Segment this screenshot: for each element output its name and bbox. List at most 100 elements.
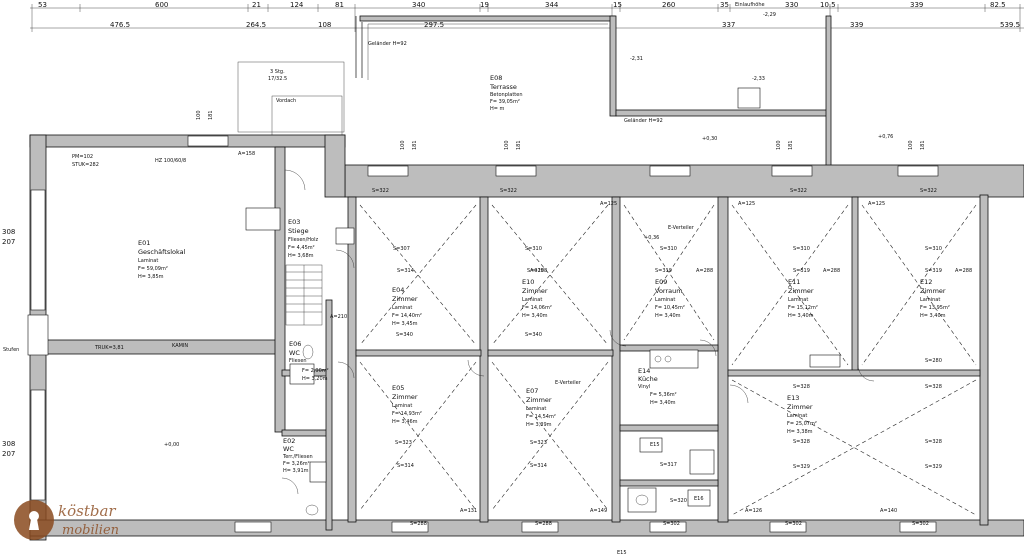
svg-text:H= m: H= m [490,106,505,112]
svg-text:S=323: S=323 [530,440,547,446]
e16-label: E16 [694,496,704,502]
svg-text:Geschäftslokal: Geschäftslokal [138,248,186,256]
svg-text:S=328: S=328 [925,384,942,390]
svg-text:S=323: S=323 [395,440,412,446]
svg-text:Fliesen/Holz: Fliesen/Holz [288,237,318,243]
svg-text:S=280: S=280 [925,358,942,364]
svg-text:H= 3,40m: H= 3,40m [655,313,681,319]
svg-text:Vinyl: Vinyl [638,384,650,390]
svg-text:81: 81 [335,1,344,9]
svg-text:337: 337 [722,21,735,29]
svg-text:S=319: S=319 [793,268,810,274]
svg-text:Stiege: Stiege [288,227,309,235]
svg-text:Laminat: Laminat [522,297,542,303]
room-e03: E03 Stiege Fliesen/Holz F= 4,45m² H= 3,6… [288,218,318,259]
svg-text:100: 100 [400,140,406,150]
svg-text:15: 15 [613,1,622,9]
svg-text:S=288: S=288 [535,521,552,527]
svg-text:Laminat: Laminat [526,406,546,412]
svg-text:F= 14,54m²: F= 14,54m² [526,414,556,420]
svg-text:Zimmer: Zimmer [522,287,548,295]
entrance-canopy [237,61,345,133]
svg-text:Küche: Küche [638,375,658,383]
svg-text:E02: E02 [283,437,295,445]
svg-text:H= 3,46m: H= 3,46m [392,419,418,425]
svg-text:-2,29: -2,29 [763,12,776,18]
svg-text:S=322: S=322 [372,188,389,194]
svg-text:WC: WC [289,349,300,357]
svg-text:A=125: A=125 [738,201,755,207]
terrace-wall-east [825,15,832,167]
svg-text:A=288: A=288 [530,268,547,274]
svg-text:A=126: A=126 [745,508,762,514]
wall-e01-middle [45,339,282,355]
svg-text:S=310: S=310 [925,246,942,252]
svg-text:Fliesen: Fliesen [289,358,307,364]
svg-text:F= 39,05m²: F= 39,05m² [490,99,520,105]
svg-text:PM=102: PM=102 [72,154,93,160]
room-e13: E13 Zimmer Laminat F= 25,07m² H= 3,38m [787,394,817,435]
svg-text:E06: E06 [289,340,301,348]
svg-text:339: 339 [910,1,923,9]
svg-text:H= 3,40m: H= 3,40m [522,313,548,319]
windows-south [234,521,937,533]
window-labels: 100 181 100 181 100 181 100 181 100 181 … [72,110,926,168]
svg-text:S=317: S=317 [660,462,677,468]
svg-text:S=319: S=319 [527,268,544,274]
svg-text:F= 2,90m²: F= 2,90m² [302,368,329,374]
svg-text:308: 308 [2,440,15,448]
svg-text:207: 207 [2,450,15,458]
svg-text:S=307: S=307 [393,246,410,252]
svg-text:F= 13,95m²: F= 13,95m² [920,305,950,311]
terrace-drain-box [737,87,761,109]
svg-text:E03: E03 [288,218,300,226]
svg-text:S=340: S=340 [525,332,542,338]
svg-text:S=310: S=310 [660,246,677,252]
svg-text:82.5: 82.5 [990,1,1006,9]
room-e14: E14 Küche Vinyl F= 5,36m² H= 3,40m [638,367,677,406]
room-e08: E08 Terrasse Betonplatten F= 39,05m² H= … [489,74,523,112]
room-e01: E01 Geschäftslokal Laminat F= 59,09m² H=… [138,239,186,280]
svg-text:F= 59,09m²: F= 59,09m² [138,266,168,272]
svg-text:+0,30: +0,30 [702,136,717,142]
svg-text:19: 19 [480,1,489,9]
svg-text:344: 344 [545,1,559,9]
svg-text:100: 100 [504,140,510,150]
svg-text:S=288: S=288 [410,521,427,527]
svg-text:S=310: S=310 [525,246,542,252]
svg-text:181: 181 [920,140,926,150]
svg-text:Laminat: Laminat [392,403,412,409]
svg-text:HZ 100/60/8: HZ 100/60/8 [155,158,186,164]
svg-text:Zimmer: Zimmer [526,396,552,404]
svg-text:WC: WC [283,445,294,453]
svg-text:Terr./Fliesen: Terr./Fliesen [282,454,313,460]
svg-text:207: 207 [2,238,15,246]
svg-text:21: 21 [252,1,261,9]
svg-text:A=125: A=125 [868,201,885,207]
svg-text:600: 600 [155,1,168,9]
room-e04: E04 Zimmer Laminat F= 14,40m² H= 3,45m [392,286,422,327]
svg-text:S=322: S=322 [790,188,807,194]
svg-text:S=322: S=322 [500,188,517,194]
svg-text:Stufen: Stufen [3,347,19,353]
svg-text:E04: E04 [392,286,404,294]
svg-text:E07: E07 [526,387,538,395]
terrace-wall-top [359,15,616,22]
svg-text:E05: E05 [392,384,404,392]
svg-text:10.5: 10.5 [820,1,836,9]
svg-text:100: 100 [776,140,782,150]
svg-text:E14: E14 [638,367,650,375]
svg-text:S=319: S=319 [925,268,942,274]
terrace-wall-bottom [615,109,831,117]
svg-text:Zimmer: Zimmer [788,287,814,295]
svg-text:181: 181 [516,140,522,150]
svg-text:Vorraum: Vorraum [655,287,683,295]
terrace-wall-right [609,15,617,117]
svg-text:A=288: A=288 [823,268,840,274]
svg-text:Terrasse: Terrasse [489,83,517,91]
room-e07: E07 Zimmer Laminat F= 14,54m² H= 3,39m [526,387,556,428]
e-verteiler-label: E-Verteiler [668,225,695,231]
level-036-label: +0,36 [644,235,659,241]
svg-text:100: 100 [196,110,202,120]
